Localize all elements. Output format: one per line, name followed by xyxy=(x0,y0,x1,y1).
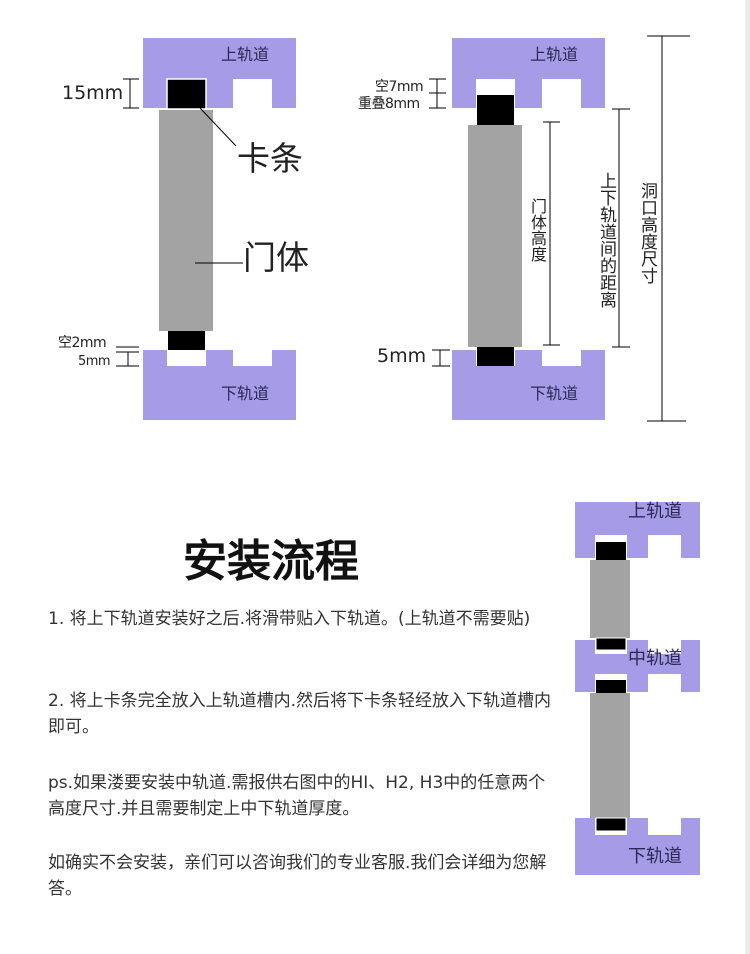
upper-rail-label: 上轨道 xyxy=(221,45,270,64)
diagram3 xyxy=(575,502,700,875)
top-dimension: 15mm xyxy=(62,82,124,104)
upper-rail-label: 上轨道 xyxy=(530,45,579,64)
upper-rail xyxy=(575,502,700,558)
door-body xyxy=(159,110,213,331)
upper-rail xyxy=(143,38,296,108)
door-height-label: 门体高度 xyxy=(528,198,547,262)
step-1: 1. 将上下轨道安装好之后.将滑带贴入下轨道。(上轨道不需要贴) xyxy=(48,609,531,629)
upper-rail xyxy=(452,38,605,108)
top-strip xyxy=(477,95,514,125)
opening-height-label: 洞口高度尺寸 xyxy=(637,182,657,284)
lower-rail-label: 下轨道 xyxy=(530,384,579,403)
middle-rail xyxy=(575,640,700,692)
bottom-dimension: 5mm xyxy=(78,354,111,369)
lower-rail xyxy=(452,350,605,420)
upper-rail-label: 上轨道 xyxy=(628,501,682,522)
lower-rail-label: 下轨道 xyxy=(628,846,682,867)
step-ps-note: ps.如果溇要安装中轨道.需报供右图中的HI、H2, H3中的任意两个高度尺寸.… xyxy=(48,773,546,819)
door-body-2 xyxy=(590,693,630,818)
dim-lines xyxy=(429,35,690,422)
gap-dimension: 空2mm xyxy=(58,335,107,351)
lower-strip xyxy=(595,817,627,832)
top-strip xyxy=(166,78,207,110)
lower-rail xyxy=(143,350,296,420)
door-body-1 xyxy=(590,560,630,638)
rail-distance-label: 上下轨道间的距离 xyxy=(596,172,616,308)
page-edge-strip xyxy=(745,0,750,954)
diagram2 xyxy=(429,35,690,422)
bottom-dimension: 5mm xyxy=(377,345,427,367)
middle-strip-bottom xyxy=(596,680,626,693)
overlap-dimension: 重叠8mm xyxy=(358,96,420,112)
section-title: 安装流程 xyxy=(183,536,359,587)
step-contact: 如确实不会安装，亲们可以咨询我们的专业客服.我们会详细为您解答。 xyxy=(48,853,547,899)
middle-strip-top xyxy=(595,637,627,651)
door-label: 门体 xyxy=(243,238,309,277)
step-2: 2. 将上卡条完全放入上轨道槽内.然后将下卡条轻经放入下轨道槽内即可。 xyxy=(48,691,552,737)
middle-rail-label: 中轨道 xyxy=(628,648,682,669)
gap-dimension: 空7mm xyxy=(375,79,424,95)
upper-strip xyxy=(596,542,626,560)
diagram1 xyxy=(116,38,296,420)
bottom-strip xyxy=(477,347,514,366)
lower-rail-label: 下轨道 xyxy=(221,384,270,403)
lower-rail xyxy=(575,818,700,875)
strip-label: 卡条 xyxy=(237,139,303,178)
bottom-strip xyxy=(168,331,205,350)
dim-lines xyxy=(116,78,243,367)
door-body xyxy=(468,125,522,347)
